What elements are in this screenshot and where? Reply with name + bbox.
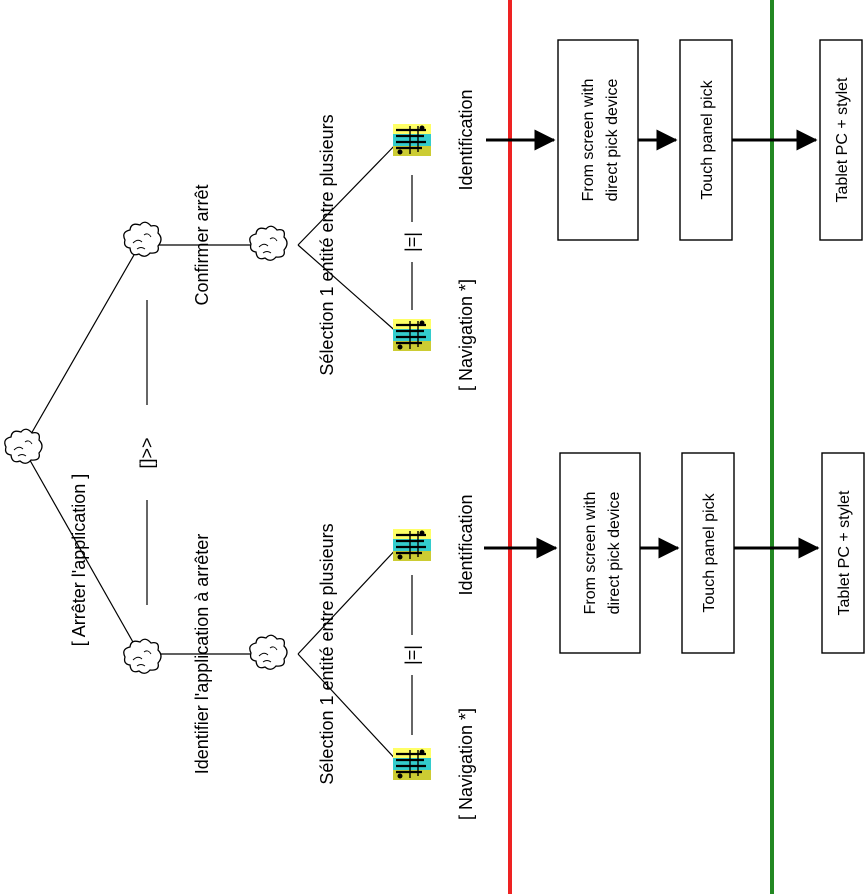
edge-left-sub-leaf-a [297,653,401,765]
right-leaf-a-label: [ Navigation *] [456,279,476,391]
tree-labels: [ Arrêter l'application ] []>> Identifie… [69,89,476,820]
box-screen-pick-left [559,452,641,654]
box-screen-pick-right-line2: direct pick device [604,79,621,202]
edge-left-sub-leaf-b [297,544,401,655]
right-sub-cloud-icon [249,225,288,261]
edge-root-left [22,447,143,659]
edge-right-sub-leaf-b [297,139,401,246]
left-leaf-b-icon [391,527,433,563]
box-touch-panel-left [681,452,735,654]
box-screen-pick-right-line1: From screen with [580,79,597,202]
root-task-label: [ Arrêter l'application ] [69,474,89,647]
box-screen-pick-left-line2: direct pick device [606,492,623,615]
right-leaf-b-icon [391,122,433,158]
right-leaf-a-icon [391,317,433,353]
root-task-cloud-icon [4,428,43,464]
edge-root-right [22,240,143,449]
box-tablet-left-label: Tablet PC + stylet [836,490,853,616]
left-leaf-b-label: Identification [456,494,476,595]
right-sub-label: Sélection 1 entité entre plusieurs [317,114,337,375]
edge-right-sub-leaf-a [297,244,401,336]
box-screen-pick-left-line1: From screen with [582,492,599,615]
left-sub-cloud-icon [249,634,288,670]
left-task-label: Identifier l'application à arrêter [192,534,212,775]
left-sub-label: Sélection 1 entité entre plusieurs [317,523,337,784]
left-task-cloud-icon [123,638,162,674]
root-operator-label: []>> [137,437,157,468]
tree-edges [22,139,413,765]
box-tablet-left [821,452,865,654]
box-tablet-right-label: Tablet PC + stylet [834,77,851,203]
box-touch-panel-right-label: Touch panel pick [699,79,716,199]
right-task-cloud-icon [123,221,162,257]
left-leaf-a-icon [391,746,433,782]
box-screen-pick-right [557,39,639,241]
box-tablet-right [819,39,863,241]
right-choice-operator: |=| [402,232,422,252]
box-touch-panel-left-label: Touch panel pick [701,492,718,612]
left-leaf-a-label: [ Navigation *] [456,708,476,820]
left-choice-operator: |=| [402,645,422,665]
right-leaf-b-label: Identification [456,89,476,190]
right-task-label: Confirmer arrêt [192,184,212,305]
mapping-chain-left: From screen with direct pick device Touc… [484,452,865,654]
mapping-chain-right: From screen with direct pick device Touc… [486,39,863,241]
